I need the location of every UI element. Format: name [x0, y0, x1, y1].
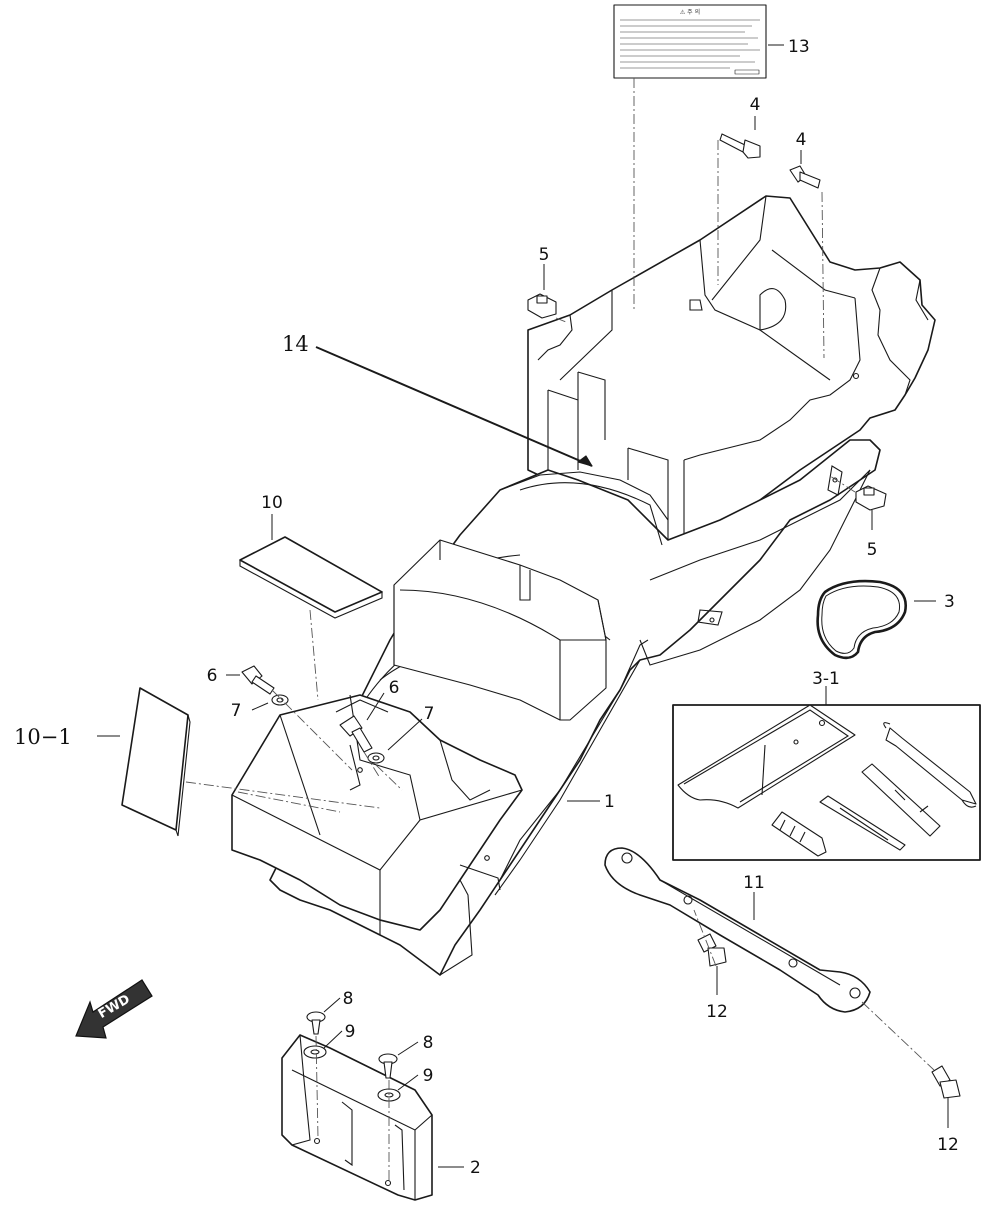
- label-5-b: 5: [867, 540, 878, 560]
- label-1: 1: [604, 792, 615, 812]
- assembly-leader-lines: [185, 78, 935, 1180]
- screw-8-a: [306, 1011, 326, 1035]
- label-3: 3: [944, 592, 955, 612]
- label-11: 11: [743, 873, 765, 893]
- label-8-b: 8: [423, 1033, 434, 1053]
- pad-10: [239, 536, 383, 619]
- fender-inner-tray: [393, 539, 607, 721]
- washer-9-a: [303, 1045, 327, 1059]
- label-4-b: 4: [796, 130, 807, 150]
- label-12-b: 12: [937, 1135, 959, 1155]
- label-8-a: 8: [343, 989, 354, 1009]
- label-10-1: 10−1: [14, 725, 72, 749]
- callout-lines: [97, 44, 949, 1168]
- part-number-labels: 13 4 4 5 14 10 5 3 3-1 6 6 7 7 10−1 1 11…: [14, 37, 959, 1178]
- label-7-b: 7: [424, 704, 435, 724]
- label-2: 2: [470, 1158, 481, 1178]
- label-14: 14: [282, 332, 309, 356]
- bolt-6-a: [241, 665, 275, 695]
- bolt-12-b: [931, 1065, 961, 1099]
- label-9-a: 9: [345, 1022, 356, 1042]
- fwd-direction-arrow: FWD: [75, 979, 153, 1039]
- bolt-12-a: [697, 933, 727, 967]
- bolt-6-b: [339, 715, 373, 753]
- bolt-4-a: [719, 133, 761, 159]
- label-9-b: 9: [423, 1066, 434, 1086]
- stay-bar-11: [604, 847, 871, 1013]
- nut-5-a: [527, 293, 557, 319]
- label-6-b: 6: [389, 678, 400, 698]
- pointer-arrow-14: [315, 346, 593, 467]
- bracket-2: [281, 1034, 433, 1201]
- bolt-4-b: [789, 165, 821, 189]
- screw-8-b: [378, 1053, 398, 1079]
- label-4-a: 4: [750, 95, 761, 115]
- warning-label-13: ⚠ 주 의: [613, 4, 767, 79]
- label-3-1: 3-1: [812, 669, 840, 689]
- label-7-a: 7: [231, 701, 242, 721]
- label-6-a: 6: [207, 666, 218, 686]
- label-12-a: 12: [706, 1002, 728, 1022]
- label-13: 13: [788, 37, 810, 57]
- label-10: 10: [261, 493, 283, 513]
- nut-5-b: [855, 485, 887, 511]
- washer-7-a: [271, 694, 289, 706]
- tool-kit-3-1: [672, 704, 981, 861]
- washer-7-b: [367, 752, 385, 764]
- warning-label-heading: ⚠ 주 의: [680, 8, 700, 16]
- pad-10-1: [121, 687, 191, 837]
- rubber-band-3: [816, 579, 907, 660]
- label-5-a: 5: [539, 245, 550, 265]
